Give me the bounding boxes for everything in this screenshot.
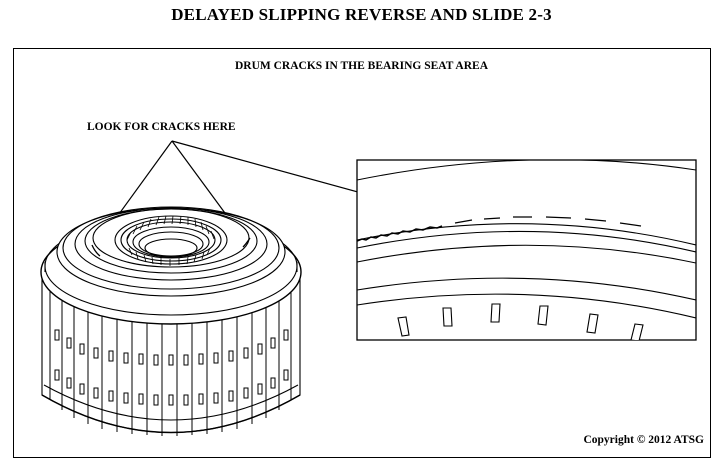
callout-label: LOOK FOR CRACKS HERE: [87, 121, 236, 133]
copyright-notice: Copyright © 2012 ATSG: [583, 434, 704, 446]
drum-illustration: [40, 206, 302, 436]
page-title: DELAYED SLIPPING REVERSE AND SLIDE 2-3: [171, 5, 552, 24]
inset-frame: [356, 159, 697, 341]
figure-subtitle: DRUM CRACKS IN THE BEARING SEAT AREA: [234, 60, 489, 72]
bearing-seat-closeup: [357, 160, 696, 340]
figure-frame: [13, 48, 711, 458]
